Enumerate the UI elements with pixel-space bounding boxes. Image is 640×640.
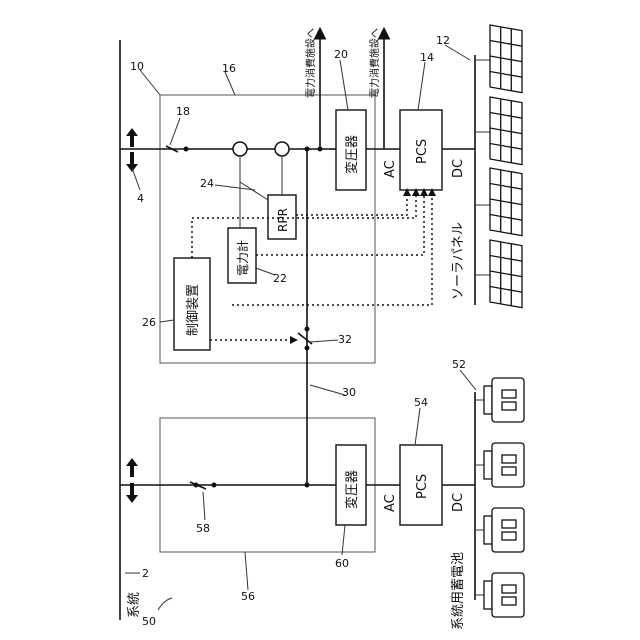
- ref-2: 2: [142, 567, 149, 580]
- transformer-label-2: 変圧器: [344, 470, 360, 509]
- pcs-label-1: PCS: [415, 139, 430, 164]
- ref-52: 52: [452, 358, 466, 371]
- ct-sensor-2: [275, 142, 289, 156]
- ref-14: 14: [420, 51, 434, 64]
- ref-4: 4: [137, 192, 144, 205]
- ref-50: 50: [142, 615, 156, 628]
- ref-12: 12: [436, 34, 450, 47]
- controller-label: 制御装置: [186, 284, 201, 336]
- grid-label: 系統: [127, 592, 142, 618]
- ref-56: 56: [241, 590, 255, 603]
- ref-16: 16: [222, 62, 236, 75]
- ref-10: 10: [130, 60, 144, 73]
- ct-sensor-1: [233, 142, 247, 156]
- ref-26: 26: [142, 316, 156, 329]
- dc-label-2: DC: [451, 493, 466, 512]
- ref-30: 30: [342, 386, 356, 399]
- ac-label-2: AC: [383, 494, 398, 512]
- solar-panel-label: ソーラパネル: [451, 222, 466, 300]
- solar-panels: [490, 25, 522, 308]
- pcs-label-2: PCS: [415, 474, 430, 499]
- grid-battery-label: 系統用蓄電池: [451, 552, 466, 630]
- ref-54: 54: [414, 396, 428, 409]
- ac-label-1: AC: [383, 160, 398, 178]
- batteries: [484, 378, 524, 617]
- ref-58: 58: [196, 522, 210, 535]
- ref-22: 22: [273, 272, 287, 285]
- to-load-label-2: 電力消費施設へ: [368, 28, 381, 98]
- power-meter-label: 電力計: [235, 240, 250, 276]
- ref-32: 32: [338, 333, 352, 346]
- ref-24: 24: [200, 177, 214, 190]
- transformer-label-1: 変圧器: [344, 135, 360, 174]
- dc-label-1: DC: [451, 159, 466, 178]
- ref-18: 18: [176, 105, 190, 118]
- power-flow-arrows-lower: [126, 458, 138, 503]
- power-flow-arrows-upper: [126, 128, 138, 172]
- to-load-label-1: 電力消費施設へ: [304, 28, 317, 98]
- ref-60: 60: [335, 557, 349, 570]
- ref-20: 20: [334, 48, 348, 61]
- rpr-label: RPR: [276, 208, 290, 232]
